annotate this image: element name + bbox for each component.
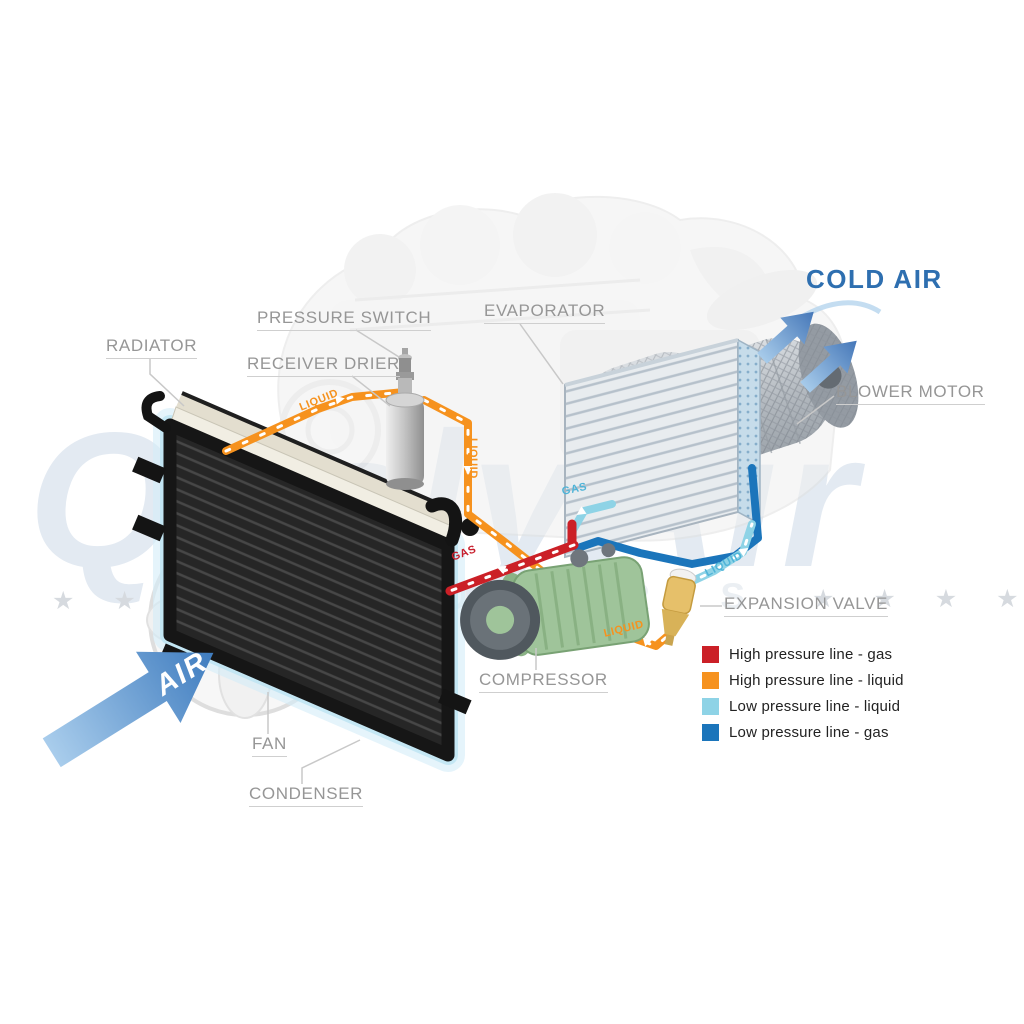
radiator-inlet-hook (141, 391, 171, 433)
label-pointer-lines (149, 323, 835, 784)
pointer-condenser (301, 739, 361, 784)
cold-air-arrow (800, 340, 857, 393)
pointer-evaporator (519, 323, 564, 385)
pointer-receiver-drier (351, 375, 391, 407)
legend-item: Low pressure line - gas (702, 724, 904, 741)
flow-label-liquid-2: LIQUID (467, 438, 479, 479)
label-evaporator: EVAPORATOR (484, 301, 606, 324)
flow-arrowheads (335, 395, 749, 647)
legend-item: High pressure line - gas (702, 646, 904, 663)
condenser-frame (163, 418, 455, 762)
air-in-arrow (42, 651, 214, 768)
legend-swatch-lp-liquid (702, 698, 719, 715)
cold-air-arrow (757, 311, 814, 364)
legend-label-lp-gas: Low pressure line - gas (729, 724, 889, 741)
legend-label-hp-gas: High pressure line - gas (729, 646, 893, 663)
mounting-bracket (438, 688, 472, 715)
legend-label-hp-liquid: High pressure line - liquid (729, 672, 904, 689)
pointer-blower-motor (796, 395, 835, 425)
label-expansion-valve: EXPANSION VALVE (724, 594, 888, 617)
radiator-top-tank (176, 393, 460, 527)
legend-item: Low pressure line - liquid (702, 698, 904, 715)
label-radiator: RADIATOR (106, 336, 198, 359)
label-compressor: COMPRESSOR (479, 670, 608, 693)
label-condenser: CONDENSER (249, 784, 364, 807)
receiver-drier-graphic (385, 348, 425, 490)
legend-swatch-hp-liquid (702, 672, 719, 689)
cold-air-arrows (757, 311, 857, 393)
radiator-hose-elbow (425, 497, 463, 547)
legend: High pressure line - gas High pressure l… (702, 646, 904, 750)
cold-air-label: COLD AIR (806, 264, 943, 294)
mounting-bracket (132, 456, 166, 484)
label-fan: FAN (252, 734, 287, 757)
legend-label-lp-liquid: Low pressure line - liquid (729, 698, 901, 715)
flow-arrowhead (496, 565, 507, 575)
compressor-graphic (460, 543, 650, 660)
low-pressure-liquid-line (680, 520, 756, 589)
expansion-valve-graphic (661, 568, 697, 646)
legend-swatch-lp-gas (702, 724, 719, 741)
legend-swatch-hp-gas (702, 646, 719, 663)
mounting-bracket (132, 514, 166, 542)
label-blower-motor: BLOWER MOTOR (836, 382, 985, 405)
condenser-core (170, 425, 448, 755)
watermark-stars-right: ★ ★ ★ ★ (812, 585, 1024, 613)
pressure-switch-graphic (402, 348, 408, 358)
label-pressure-switch: PRESSURE SWITCH (257, 308, 432, 331)
pointer-pressure-switch (355, 329, 400, 358)
low-pressure-gas-line (574, 464, 762, 568)
label-receiver-drier: RECEIVER DRIER (247, 354, 400, 377)
pointer-radiator (149, 358, 185, 407)
legend-item: High pressure line - liquid (702, 672, 904, 689)
